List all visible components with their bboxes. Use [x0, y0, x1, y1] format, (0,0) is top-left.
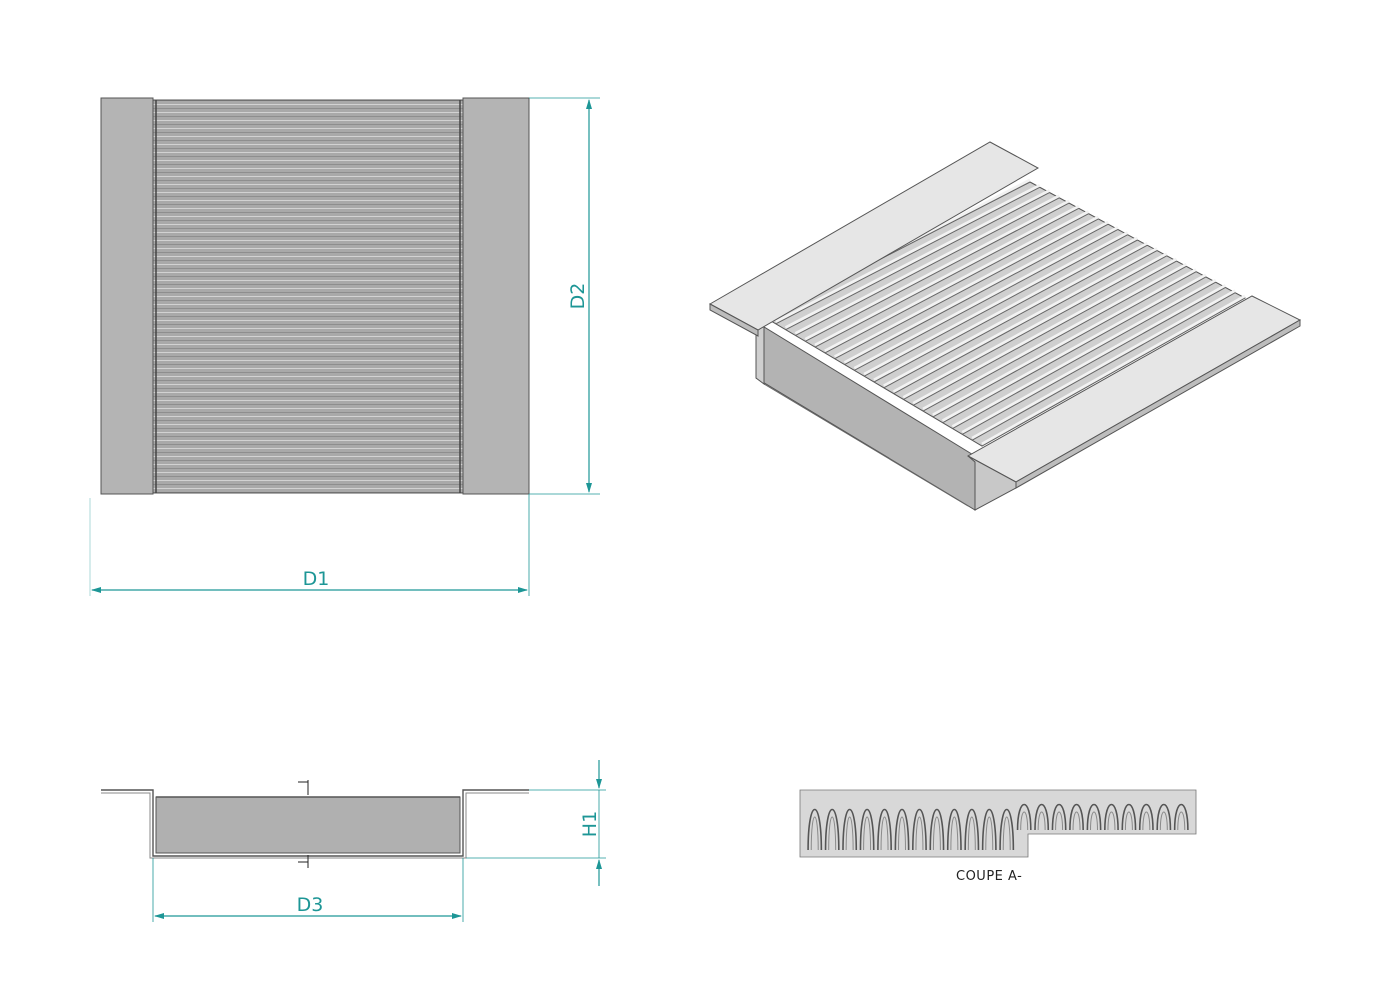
- dimension-d2: D2: [529, 97, 600, 495]
- section-pleat-profile: [807, 803, 1189, 851]
- side-view: [101, 780, 529, 868]
- right-frame-flange: [462, 97, 530, 495]
- left-frame-flange: [100, 97, 154, 495]
- dimension-label-d2: D2: [567, 283, 589, 310]
- dimension-h1: H1: [466, 760, 606, 886]
- dimension-label-h1: H1: [579, 811, 601, 837]
- section-view: COUPE A-: [799, 789, 1197, 884]
- iso-pleats: [765, 178, 1246, 447]
- pleated-media-area: [152, 99, 464, 494]
- top-view: [100, 97, 530, 495]
- section-caption: COUPE A-: [956, 869, 1022, 884]
- dimension-label-d1: D1: [303, 568, 330, 590]
- isometric-view: [708, 141, 1302, 511]
- section-mark-a: [298, 780, 309, 868]
- dimension-d1: D1: [89, 494, 530, 596]
- dimension-d3: D3: [152, 858, 464, 922]
- side-body: [155, 796, 461, 854]
- dimension-label-d3: D3: [297, 894, 324, 916]
